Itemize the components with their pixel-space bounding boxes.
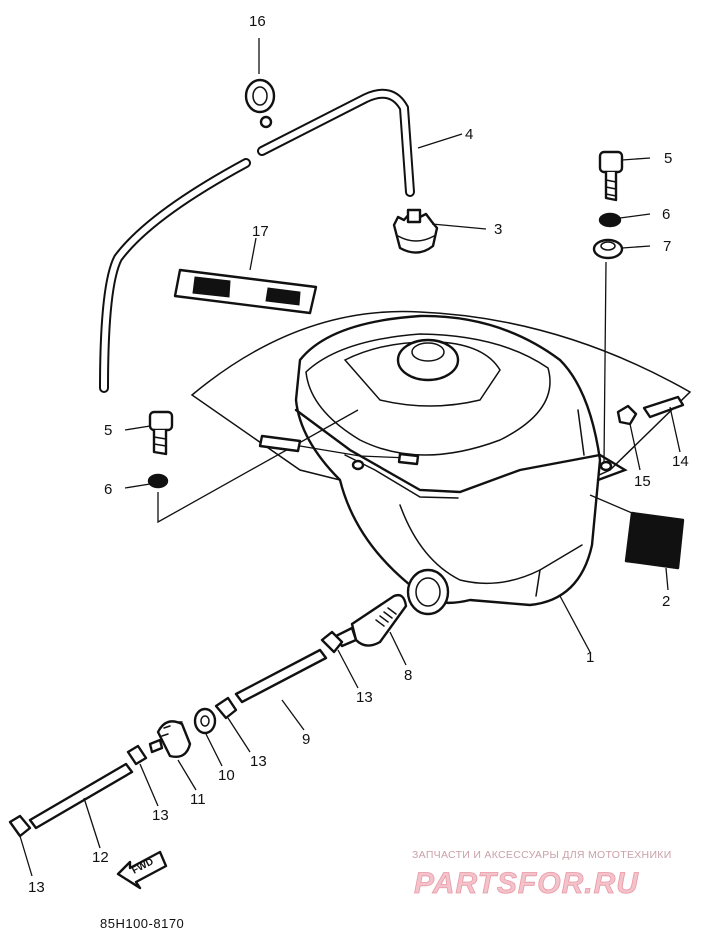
fwd-arrow-icon: FWD xyxy=(116,850,168,890)
washer-part-left xyxy=(147,473,169,489)
callout-4: 4 xyxy=(465,126,473,143)
hose-clip-part-3 xyxy=(126,744,148,766)
callout-17: 17 xyxy=(252,223,269,240)
callout-3: 3 xyxy=(494,221,502,238)
callout-13-b: 13 xyxy=(250,753,267,770)
callout-10: 10 xyxy=(218,767,235,784)
diagram-code: 85H100-8170 xyxy=(100,916,184,931)
callouts: 16 4 3 17 5 6 7 5 6 14 15 2 1 8 13 9 13 … xyxy=(28,13,689,896)
watermark: ЗАПЧАСТИ И АКСЕССУАРЫ ДЛЯ МОТОТЕХНИКИ PA… xyxy=(412,849,672,900)
callout-5-left: 5 xyxy=(104,422,112,439)
clamp-part xyxy=(244,78,276,129)
callout-6-right: 6 xyxy=(662,206,670,223)
callout-13-a: 13 xyxy=(356,689,373,706)
callout-12: 12 xyxy=(92,849,109,866)
callout-13-c: 13 xyxy=(152,807,169,824)
fuel-cock-part xyxy=(148,720,192,758)
callout-2: 2 xyxy=(662,593,670,610)
hose-clip-part-1 xyxy=(320,630,344,654)
fuel-hose-part-12 xyxy=(28,762,134,830)
vent-pipe-part xyxy=(616,395,685,426)
callout-15: 15 xyxy=(634,473,651,490)
washer-part-10 xyxy=(193,707,217,735)
watermark-line: ЗАПЧАСТИ И АКСЕССУАРЫ ДЛЯ МОТОТЕХНИКИ xyxy=(412,849,672,861)
front-vent-pipe-part xyxy=(258,434,420,466)
fuel-strainer-part xyxy=(334,593,408,648)
fuel-cap-part xyxy=(392,208,439,254)
decal-part xyxy=(173,268,318,315)
callout-5-right: 5 xyxy=(664,150,672,167)
callout-11: 11 xyxy=(190,791,206,808)
callout-16: 16 xyxy=(249,13,266,30)
fuel-hose-part-9 xyxy=(234,648,328,704)
watermark-logo: PARTSFOR.RU xyxy=(414,867,639,900)
bolt-part-right xyxy=(598,150,624,202)
callout-13-d: 13 xyxy=(28,879,45,896)
breather-hose-part xyxy=(99,88,415,393)
leader-lines xyxy=(19,38,681,877)
callout-14: 14 xyxy=(672,453,689,470)
hose-clip-part-2 xyxy=(214,696,238,720)
callout-7: 7 xyxy=(663,238,671,255)
callout-8: 8 xyxy=(404,667,412,684)
callout-6-left: 6 xyxy=(104,481,112,498)
label-part xyxy=(589,494,685,570)
fuel-tank-part xyxy=(190,310,692,616)
washer-part-right xyxy=(598,212,622,228)
grommet-part xyxy=(592,238,624,260)
bolt-part-left xyxy=(148,410,174,456)
callout-1: 1 xyxy=(586,649,594,666)
mount-line-right xyxy=(603,261,607,463)
hose-clip-part-4 xyxy=(8,814,32,838)
callout-9: 9 xyxy=(302,731,310,748)
